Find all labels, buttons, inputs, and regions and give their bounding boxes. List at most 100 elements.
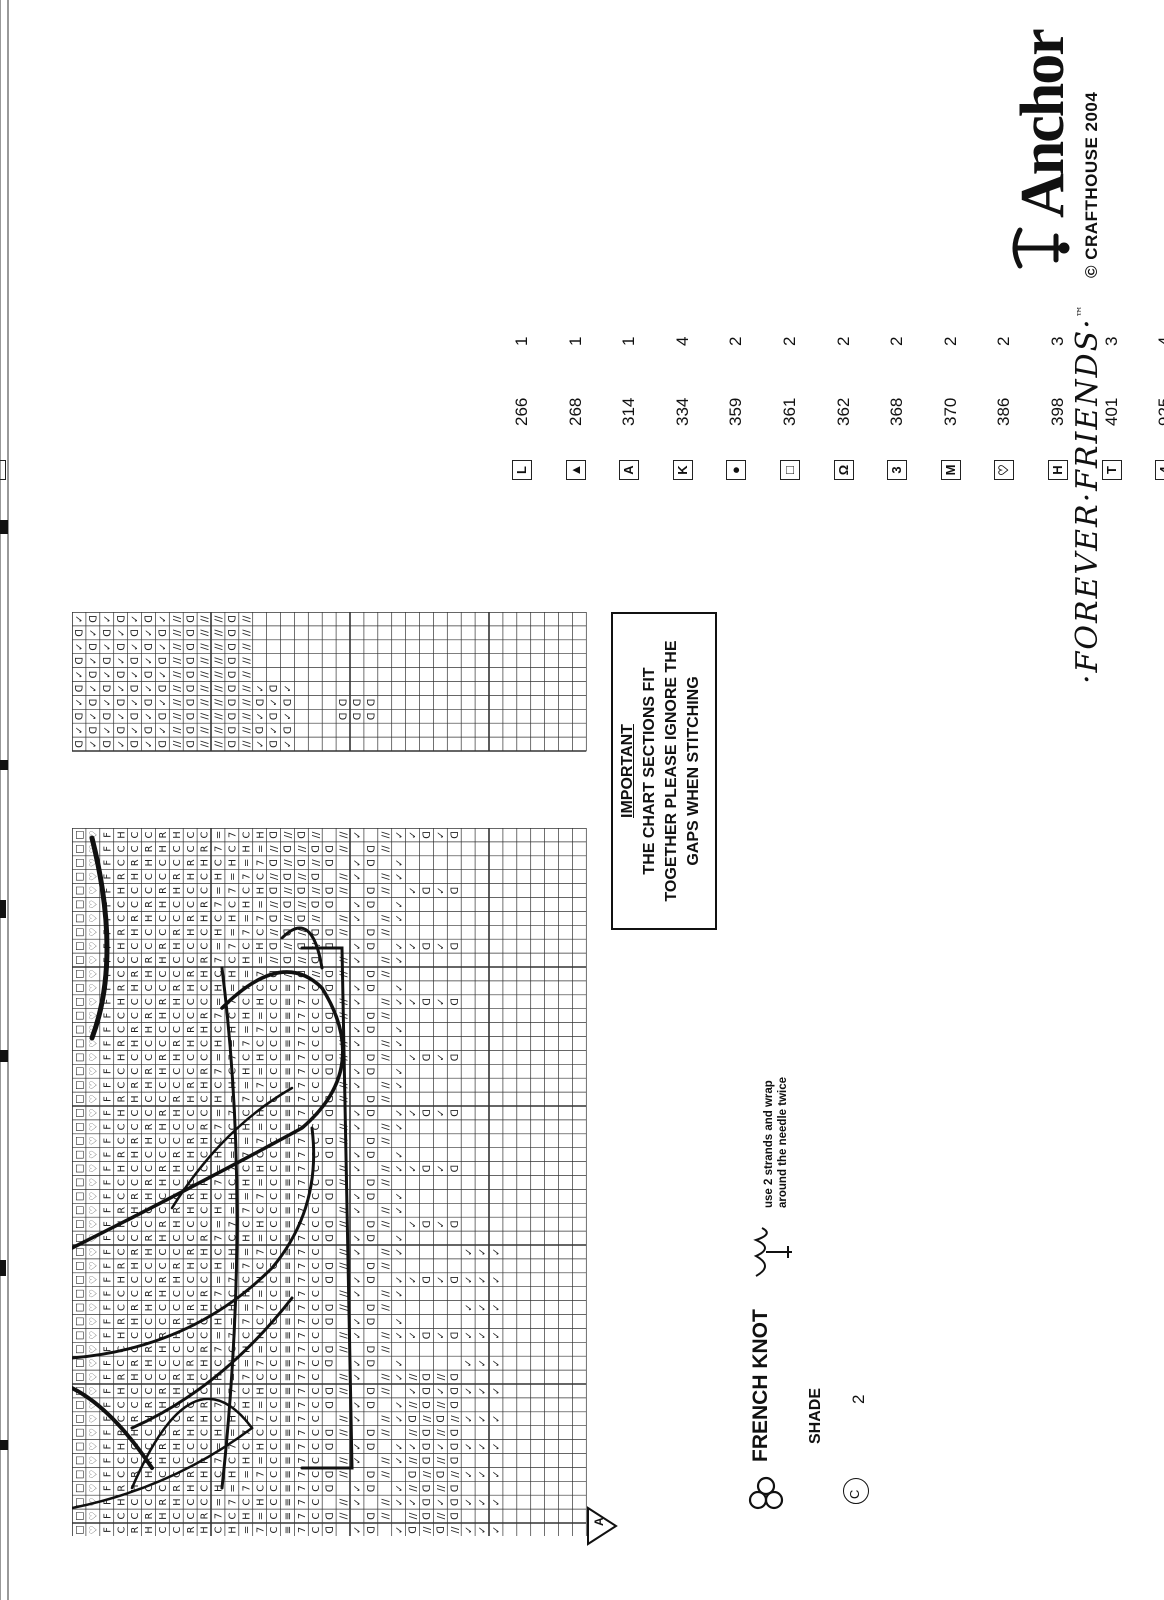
svg-text:ᗡ: ᗡ (186, 726, 197, 734)
svg-text:✓: ✓ (255, 740, 266, 748)
svg-text:✓: ✓ (478, 1415, 489, 1423)
svg-text:=: = (214, 1498, 225, 1506)
svg-text:7: 7 (255, 971, 266, 977)
svg-text:ᗡ: ᗡ (255, 699, 266, 707)
svg-text:H: H (214, 1373, 225, 1381)
svg-text:✓: ✓ (394, 942, 405, 950)
svg-text:ᗡ: ᗡ (297, 887, 308, 895)
svg-text:♡: ♡ (88, 872, 99, 881)
svg-text:7: 7 (214, 1402, 225, 1408)
svg-text:□: □ (75, 1067, 86, 1076)
svg-text:□: □ (75, 886, 86, 895)
svg-text:ᗡ: ᗡ (325, 859, 336, 867)
svg-text:≡: ≡ (283, 1248, 294, 1256)
svg-text:H: H (241, 1067, 252, 1075)
svg-text:ᗡ: ᗡ (450, 1165, 461, 1173)
svg-text:C: C (186, 1109, 197, 1116)
svg-text:R: R (186, 1360, 197, 1367)
svg-text:R: R (186, 1193, 197, 1200)
svg-text:✓: ✓ (464, 1359, 475, 1367)
svg-text:ᗡ: ᗡ (436, 1471, 447, 1479)
svg-text:ᗡ: ᗡ (144, 671, 155, 679)
svg-text:F: F (102, 1193, 113, 1199)
svg-text:✓: ✓ (436, 1498, 447, 1506)
svg-text:F: F (102, 1485, 113, 1491)
svg-text:♡: ♡ (88, 1011, 99, 1020)
trademark-mark: ™ (1075, 303, 1089, 318)
key-symbol-glyph: Ω (835, 464, 851, 476)
svg-text:7: 7 (214, 957, 225, 963)
svg-text:C: C (144, 1318, 155, 1325)
svg-text:H: H (186, 1484, 197, 1492)
svg-text:C: C (144, 929, 155, 936)
svg-text://: // (339, 956, 350, 963)
svg-text:H: H (144, 1526, 155, 1534)
svg-text:H: H (158, 1234, 169, 1242)
svg-text:R: R (116, 1485, 127, 1492)
svg-text:H: H (186, 984, 197, 992)
adjoining-chart-edge (0, 0, 9, 1600)
svg-text:H: H (227, 1137, 238, 1145)
svg-text:=: = (241, 1415, 252, 1423)
svg-text:♡: ♡ (88, 914, 99, 923)
svg-text:C: C (172, 1137, 183, 1144)
svg-text:ᗡ: ᗡ (408, 1415, 419, 1423)
svg-text:ᗡ: ᗡ (450, 831, 461, 839)
svg-text:ᗡ: ᗡ (366, 1387, 377, 1395)
svg-text://: // (214, 698, 225, 705)
svg-text:✓: ✓ (408, 1053, 419, 1061)
svg-text:ᗡ: ᗡ (325, 1526, 336, 1534)
svg-text:7: 7 (297, 1499, 308, 1505)
svg-text:♡: ♡ (88, 983, 99, 992)
svg-text:≡: ≡ (283, 1109, 294, 1117)
svg-text:C: C (130, 1401, 141, 1408)
svg-text:≡: ≡ (283, 1331, 294, 1339)
svg-text:✓: ✓ (408, 831, 419, 839)
svg-text:✓: ✓ (408, 998, 419, 1006)
svg-text:ᗡ: ᗡ (422, 831, 433, 839)
svg-text:≡: ≡ (283, 1164, 294, 1172)
svg-text:H: H (255, 1054, 266, 1062)
svg-text:R: R (200, 845, 211, 852)
svg-text:□: □ (75, 1358, 86, 1367)
svg-text:ᗡ: ᗡ (366, 942, 377, 950)
svg-text:C: C (255, 1318, 266, 1325)
svg-text:✓: ✓ (394, 1442, 405, 1450)
chart-grid-lines (72, 612, 587, 752)
svg-text:H: H (172, 998, 183, 1006)
svg-text:✓: ✓ (408, 1498, 419, 1506)
svg-text:✓: ✓ (478, 1359, 489, 1367)
svg-text:H: H (172, 1054, 183, 1062)
svg-text:C: C (130, 1012, 141, 1019)
svg-text:7: 7 (214, 1346, 225, 1352)
svg-text:C: C (311, 984, 322, 991)
svg-text:C: C (311, 1082, 322, 1089)
svg-text:=: = (214, 886, 225, 894)
svg-text:✓: ✓ (130, 726, 141, 734)
svg-text:□: □ (75, 1525, 86, 1534)
svg-text:C: C (158, 1248, 169, 1255)
french-knot-instruction-1: use 2 strands and wrap (763, 1080, 775, 1208)
svg-text:□: □ (75, 872, 86, 881)
svg-text:R: R (116, 984, 127, 991)
svg-text:✓: ✓ (478, 1498, 489, 1506)
svg-text:H: H (255, 1387, 266, 1395)
svg-text:ᗡ: ᗡ (325, 845, 336, 853)
svg-text:C: C (214, 1193, 225, 1200)
svg-text:F: F (102, 1235, 113, 1241)
svg-text:C: C (116, 1248, 127, 1255)
svg-text:R: R (158, 1387, 169, 1394)
svg-text:ᗡ: ᗡ (450, 1443, 461, 1451)
svg-text:ᗡ: ᗡ (422, 1165, 433, 1173)
svg-text:H: H (255, 1220, 266, 1228)
svg-text:≡: ≡ (283, 1456, 294, 1464)
svg-text:C: C (214, 1360, 225, 1367)
svg-text:C: C (227, 1235, 238, 1242)
svg-text:ᗡ: ᗡ (186, 740, 197, 748)
svg-text:✓: ✓ (75, 726, 86, 734)
svg-text://: // (436, 1456, 447, 1463)
svg-text:H: H (116, 831, 127, 839)
svg-text:✓: ✓ (436, 1442, 447, 1450)
svg-text:□: □ (75, 1122, 86, 1131)
svg-text:H: H (214, 1040, 225, 1048)
